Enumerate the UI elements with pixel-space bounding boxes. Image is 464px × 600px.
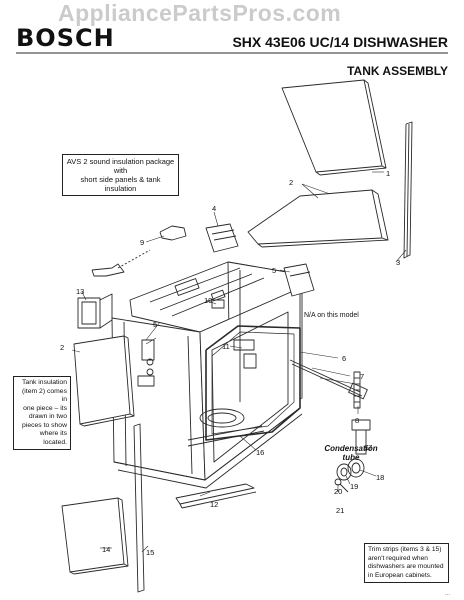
model-title: SHX 43E06 UC/14 DISHWASHER xyxy=(232,34,448,50)
note-line: Tank insulation xyxy=(22,379,67,386)
note-line: (item 2) comes in xyxy=(22,387,67,404)
label-line: Condensation xyxy=(324,444,378,453)
top-insulation-panel xyxy=(281,79,387,176)
callout-15: 15 xyxy=(146,548,155,557)
section-title: TANK ASSEMBLY xyxy=(347,64,448,78)
note-line: drawn in two xyxy=(28,413,67,420)
lower-rail-12 xyxy=(175,483,257,509)
callout-9: 9 xyxy=(140,238,145,247)
condensation-tube-parts xyxy=(334,419,371,493)
callout-2: 2 xyxy=(289,178,294,187)
callout-10: 10 xyxy=(204,296,213,305)
callout-2-left: 2 xyxy=(60,343,65,352)
callout-7: 7 xyxy=(360,372,365,381)
note-line: where its located. xyxy=(39,430,67,446)
tank-body xyxy=(111,261,303,489)
callout-8: 8 xyxy=(355,416,360,425)
watermark: AppliancePartsPros.com xyxy=(58,0,342,26)
callout-21: 21 xyxy=(336,506,345,515)
note-tank-insulation: Tank insulation (item 2) comes in one pi… xyxy=(13,376,71,450)
clip-10 xyxy=(211,299,225,309)
module-5 xyxy=(283,263,315,297)
note-line: one piece – its xyxy=(23,404,67,412)
left-insulation-panel xyxy=(73,335,135,427)
callout-6: 6 xyxy=(342,354,347,363)
note-line: AVS 2 sound insulation package with xyxy=(66,157,175,175)
note-line: short side panels & tank insulation xyxy=(80,175,161,193)
left-trim-strip xyxy=(133,423,145,593)
callout-3: 3 xyxy=(396,258,401,267)
connector-4 xyxy=(205,223,239,253)
callout-5: 5 xyxy=(272,266,277,275)
leader-lines xyxy=(71,171,407,553)
callout-17: 17 xyxy=(364,443,373,452)
label-line: tube xyxy=(342,453,360,462)
callout-20: 20 xyxy=(334,487,343,496)
condensation-tube-label: Condensation tube xyxy=(315,444,387,462)
callout-4: 4 xyxy=(212,204,217,213)
note-line: aren't required when xyxy=(368,554,428,562)
right-trim-strip xyxy=(403,121,413,259)
callout-1: 1 xyxy=(386,169,391,178)
bracket-13 xyxy=(77,293,113,329)
footer-mark: ... xyxy=(444,591,450,597)
callout-12: 12 xyxy=(210,500,219,509)
side-insulation-panel xyxy=(247,189,389,248)
brand-logo: BOSCH xyxy=(16,24,115,52)
note-avs-insulation: AVS 2 sound insulation package with shor… xyxy=(62,154,179,196)
callout-5-inner: 5 xyxy=(153,320,158,329)
callout-14: 14 xyxy=(102,545,111,554)
callout-18: 18 xyxy=(376,473,385,482)
note-trim-strips: Trim strips (items 3 & 15) aren't requir… xyxy=(364,543,449,583)
callout-16: 16 xyxy=(256,448,265,457)
callout-19: 19 xyxy=(350,482,359,491)
callout-13: 13 xyxy=(76,287,85,296)
toe-kick-panel-14 xyxy=(61,497,129,575)
note-line: Trim strips (items 3 & 15) xyxy=(368,546,442,553)
note-line: pieces to show xyxy=(22,421,67,429)
note-line: in European cabinets. xyxy=(368,571,432,579)
note-line: dishwashers are mounted xyxy=(368,563,444,570)
callout-11: 11 xyxy=(222,342,230,351)
bracket-9 xyxy=(91,225,187,277)
note-na-model: N/A on this model xyxy=(304,312,359,319)
